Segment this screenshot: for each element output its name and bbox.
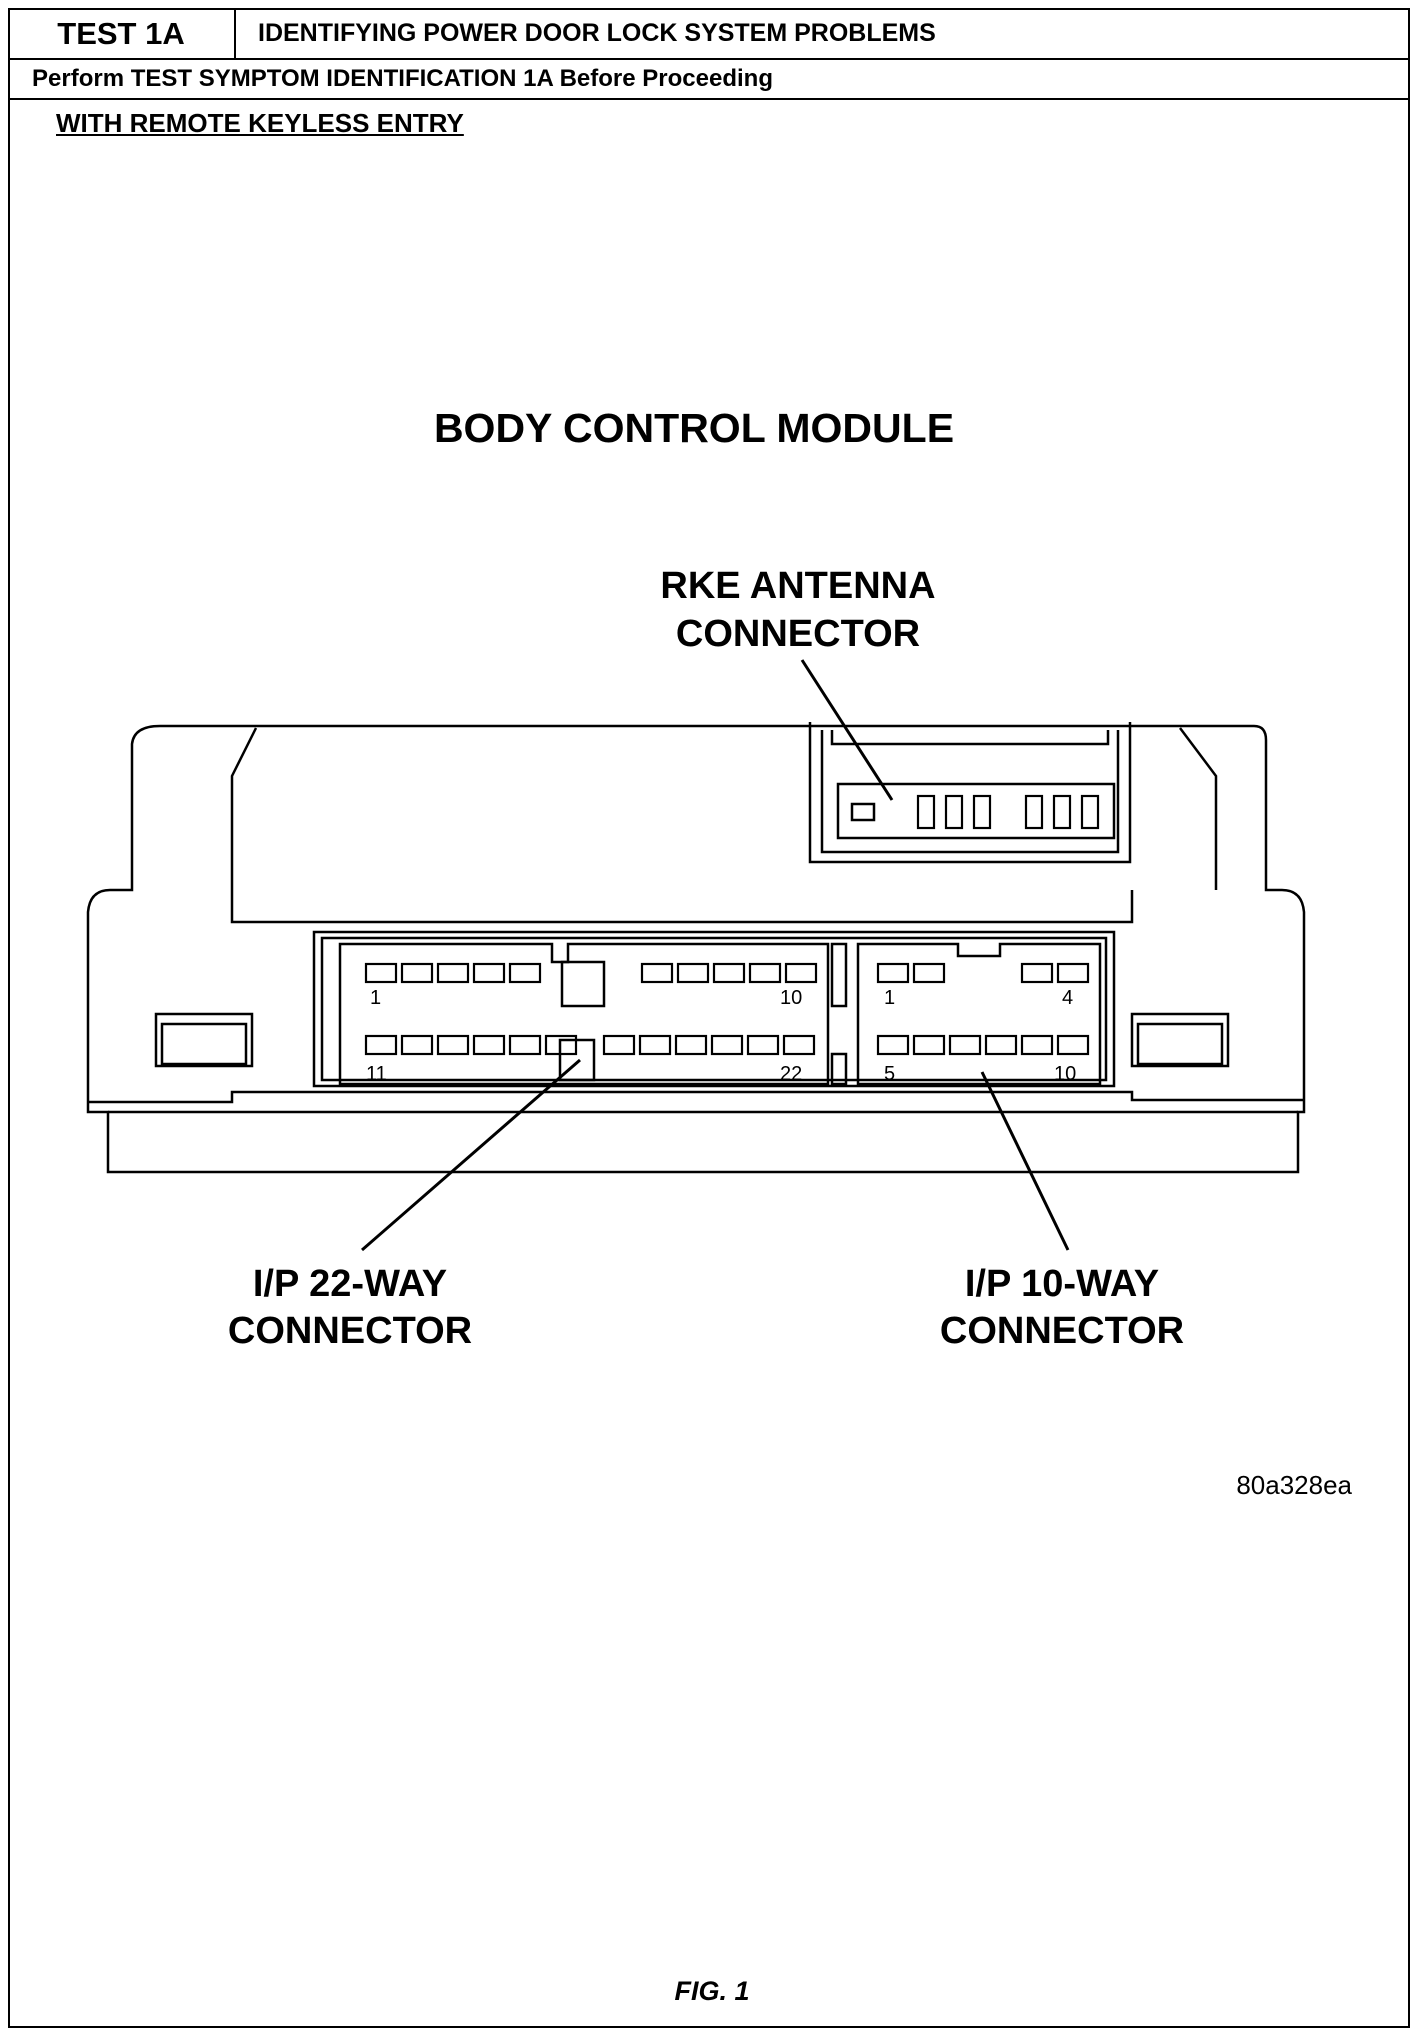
ip10-connector-body (856, 942, 1102, 1086)
ip10-bot-cavity-2 (912, 1034, 946, 1056)
page-frame (8, 8, 1410, 2028)
ip10-bot-cavity-4 (984, 1034, 1018, 1056)
ip22-pin-11-label: 11 (366, 1063, 387, 1085)
ip22-pin-10-label: 10 (780, 987, 802, 1009)
rke-connector-key (850, 802, 876, 822)
ip22-bot-left-cavity-6 (544, 1034, 578, 1056)
ip10-top-left-cavity-1 (876, 962, 910, 984)
rke-label-line2: CONNECTOR (676, 613, 920, 655)
connector-shelf (230, 890, 1134, 924)
test-header: TEST 1A IDENTIFYING POWER DOOR LOCK SYST… (8, 8, 1410, 60)
ip22-top-left-cavity-2 (400, 962, 434, 984)
ip10-top-left-cavity-2 (912, 962, 946, 984)
ip22-top-left-cavity-1 (364, 962, 398, 984)
main-connector-inner (320, 936, 1108, 1082)
prerequisite-row: Perform TEST SYMPTOM IDENTIFICATION 1A B… (8, 60, 1410, 100)
ip22-bot-right-cavity-3 (674, 1034, 708, 1056)
figure-caption: FIG. 1 (674, 1976, 750, 2006)
right-latch (1130, 1012, 1230, 1068)
right-latch-inner (1136, 1022, 1224, 1066)
ip22-pin-1-label: 1 (370, 987, 381, 1009)
ip10-bot-cavity-6 (1056, 1034, 1090, 1056)
ip22-top-right-cavity-3 (712, 962, 746, 984)
rke-pin-2 (944, 794, 964, 830)
rke-pin-3 (972, 794, 992, 830)
prerequisite-text: Perform TEST SYMPTOM IDENTIFICATION 1A B… (32, 65, 773, 92)
ip22-top-right-cavity-1 (640, 962, 674, 984)
ip22-top-left-cavity-3 (436, 962, 470, 984)
rke-label-line1: RKE ANTENNA (660, 565, 935, 607)
ip22-label-line2: CONNECTOR (228, 1310, 472, 1352)
ip10-label-line1: I/P 10-WAY (965, 1263, 1159, 1305)
main-connector-frame (312, 930, 1116, 1088)
rke-pin-5 (1052, 794, 1072, 830)
rke-pin-1 (916, 794, 936, 830)
rke-housing-inner (820, 730, 1120, 854)
ip22-center-key (560, 960, 606, 1008)
test-title: IDENTIFYING POWER DOOR LOCK SYSTEM PROBL… (258, 19, 936, 47)
rke-connector-body (836, 782, 1116, 840)
left-latch-inner (160, 1022, 248, 1066)
ip22-bot-left-cavity-5 (508, 1034, 542, 1056)
connector-divider-top (830, 942, 848, 1008)
ip22-pin-22-label: 22 (780, 1063, 802, 1085)
ip22-top-right-cavity-4 (748, 962, 782, 984)
ip22-bot-right-cavity-2 (638, 1034, 672, 1056)
ip22-bot-left-cavity-3 (436, 1034, 470, 1056)
rke-pin-6 (1080, 794, 1100, 830)
ip22-bot-right-cavity-6 (782, 1034, 816, 1056)
ip10-pin-10-label: 10 (1054, 1063, 1076, 1085)
connector-divider-bottom (830, 1052, 848, 1086)
ip22-leader-line (361, 1058, 581, 1252)
rke-leader-line (800, 659, 894, 801)
module-housing (86, 724, 1306, 1174)
ip10-leader-line (980, 1071, 1070, 1251)
ip22-bot-left-cavity-1 (364, 1034, 398, 1056)
section-title: WITH REMOTE KEYLESS ENTRY (56, 108, 464, 138)
ip22-top-right-cavity-2 (676, 962, 710, 984)
ip22-bot-right-cavity-1 (602, 1034, 636, 1056)
ip22-label-line1: I/P 22-WAY (253, 1263, 447, 1305)
ip10-top-right-cavity-2 (1056, 962, 1090, 984)
ip10-pin-1-label: 1 (884, 987, 895, 1009)
ip22-bot-left-cavity-4 (472, 1034, 506, 1056)
ip22-top-right-cavity-5 (784, 962, 818, 984)
ip10-bot-cavity-3 (948, 1034, 982, 1056)
test-id: TEST 1A (8, 8, 236, 58)
ip10-top-right-cavity-1 (1020, 962, 1054, 984)
ip10-bot-cavity-5 (1020, 1034, 1054, 1056)
ip10-pin-4-label: 4 (1062, 987, 1073, 1009)
ip22-bot-right-cavity-4 (710, 1034, 744, 1056)
left-latch (154, 1012, 254, 1068)
rke-housing (808, 722, 1132, 864)
ip10-pin-5-label: 5 (884, 1063, 895, 1085)
ip22-bot-right-cavity-5 (746, 1034, 780, 1056)
ip22-bot-left-cavity-2 (400, 1034, 434, 1056)
ip10-label-line2: CONNECTOR (940, 1310, 1184, 1352)
ip22-top-left-cavity-4 (472, 962, 506, 984)
housing-inner-line (230, 727, 1218, 890)
base-plate (88, 1090, 1304, 1104)
ip22-connector-body (338, 942, 830, 1086)
image-code: 80a328ea (1236, 1470, 1352, 1500)
module-title: BODY CONTROL MODULE (434, 405, 954, 451)
ip10-bot-cavity-1 (876, 1034, 910, 1056)
ip22-top-left-cavity-5 (508, 962, 542, 984)
rke-pin-4 (1024, 794, 1044, 830)
